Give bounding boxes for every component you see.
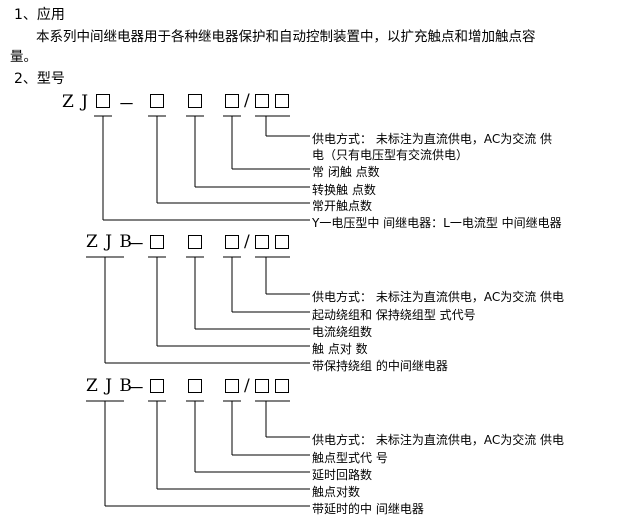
model-dash: －: [118, 95, 136, 115]
model-box-supply-2: [275, 235, 289, 249]
diagram3-leaders: [86, 400, 310, 507]
model-box-supply-2: [275, 379, 289, 393]
model-dash: －: [128, 235, 146, 255]
diagram2-leaders: [86, 256, 310, 364]
model-prefix-zj: Z J: [62, 92, 90, 112]
label-delay-circuits: 延时回路数: [312, 468, 373, 482]
model-box-supply-1: [255, 235, 269, 249]
label-latching-relay: 带保持绕组 的中间继电器: [312, 359, 448, 373]
label-supply-mode: 供电方式： 未标注为直流供电，AC为交流 供电: [312, 433, 565, 447]
model-slash: /: [244, 232, 251, 252]
model-box-supply-2: [275, 94, 289, 108]
label-delay-relay: 带延时的中 间继电器: [312, 502, 424, 516]
model-box-no-count: [225, 94, 239, 108]
label-contact-type-code: 触点型式代 号: [312, 451, 388, 465]
model-box-supply-1: [255, 94, 269, 108]
model-box-supply-1: [255, 379, 269, 393]
model-dash: －: [128, 379, 146, 399]
label-nc-contacts: 常 闭触 点数: [312, 165, 380, 179]
label-supply-mode-cont: 电（只有电压型有交流供电）: [312, 148, 469, 162]
label-supply-mode: 供电方式： 未标注为直流供电，AC为交流 供电: [312, 290, 565, 304]
model-box-delay-circuits: [188, 379, 202, 393]
model-box-winding-type: [225, 235, 239, 249]
model-slash: /: [244, 376, 251, 396]
label-contact-pairs: 触点对数: [312, 485, 361, 499]
label-relay-type: Y一电压型中 间继电器：L一电流型 中间继电器: [312, 216, 562, 230]
section-heading-application: 1、应用: [14, 7, 65, 23]
model-box-voltage-type: [96, 94, 110, 108]
model-prefix-zjb: Z J B: [86, 376, 133, 396]
model-prefix-zjb: Z J B: [86, 232, 133, 252]
application-paragraph-line1: 本系列中间继电器用于各种继电器保护和自动控制装置中，以扩充触点和增加触点容: [36, 29, 536, 45]
label-contact-pairs: 触 点对 数: [312, 342, 368, 356]
section-heading-model: 2、型号: [14, 71, 65, 87]
application-paragraph-line2: 量。: [10, 49, 37, 65]
label-no-contacts: 常开触点数: [312, 199, 373, 213]
model-box-contact-pairs: [150, 379, 164, 393]
label-supply-mode: 供电方式： 未标注为直流供电，AC为交流 供: [312, 132, 553, 146]
label-winding-type-code: 起动绕组和 保持绕组型 式代号: [312, 308, 476, 322]
diagram1-leaders: [94, 115, 310, 221]
model-box-nc-count: [150, 94, 164, 108]
label-changeover-contacts: 转换触 点数: [312, 183, 376, 197]
model-box-contact-pairs: [150, 235, 164, 249]
model-box-switch-count: [188, 94, 202, 108]
model-box-current-windings: [188, 235, 202, 249]
model-box-contact-type: [225, 379, 239, 393]
label-current-windings: 电流绕组数: [312, 325, 373, 339]
model-slash: /: [244, 91, 251, 111]
